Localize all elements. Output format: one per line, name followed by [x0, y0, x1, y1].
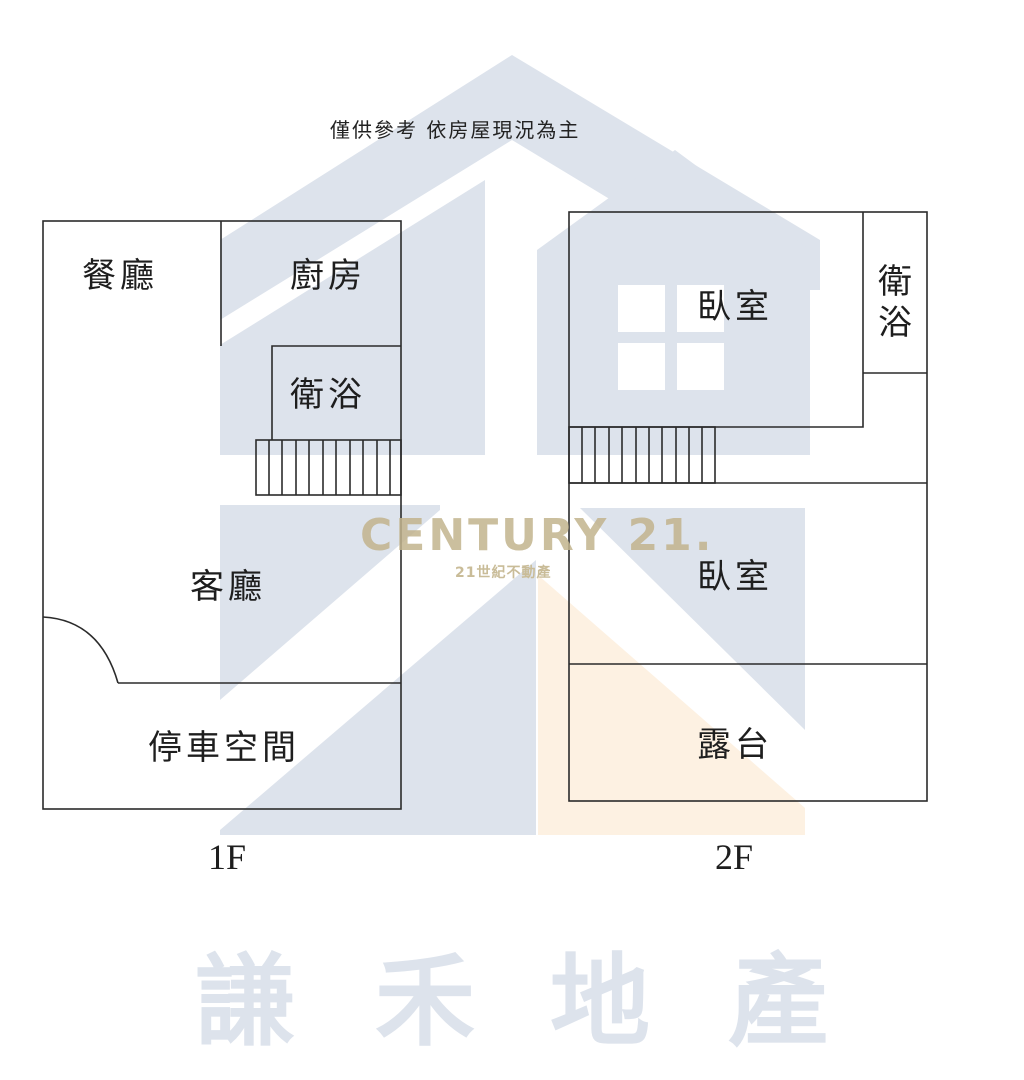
- century21-logo-text: CENTURY 21.: [360, 510, 715, 561]
- century21-subtitle: 21世紀不動產: [455, 565, 552, 581]
- company-watermark-char-4: 產: [728, 943, 828, 1060]
- room-label-bathroom-2f: 衛 浴: [875, 262, 915, 344]
- company-watermark-char-3: 地: [550, 943, 650, 1060]
- floor-2-outline: [568, 211, 928, 802]
- room-label-living: 客廳: [190, 567, 266, 607]
- disclaimer-note: 僅供參考 依房屋現況為主: [330, 118, 581, 142]
- stairs-1f: [268, 440, 391, 495]
- room-label-kitchen: 廚房: [290, 256, 366, 296]
- room-label-balcony: 露台: [697, 725, 773, 765]
- room-label-bedroom-1: 臥室: [697, 287, 773, 327]
- floor-label-1f: 1F: [208, 837, 247, 877]
- company-watermark-char-2: 禾: [375, 943, 475, 1060]
- room-label-dining: 餐廳: [82, 256, 158, 296]
- room-label-bedroom-2: 臥室: [697, 557, 773, 597]
- stairs-2f: [581, 427, 703, 483]
- room-label-bathroom-1f: 衛浴: [290, 375, 366, 415]
- company-watermark-char-1: 謙: [195, 943, 295, 1060]
- floor-label-2f: 2F: [715, 837, 754, 877]
- room-label-parking: 停車空間: [148, 728, 300, 768]
- door-arc: [42, 616, 119, 684]
- floor-1-outline: [42, 220, 402, 810]
- bathroom-2f-char-2: 浴: [878, 302, 912, 343]
- bathroom-2f-char-1: 衛: [878, 262, 912, 302]
